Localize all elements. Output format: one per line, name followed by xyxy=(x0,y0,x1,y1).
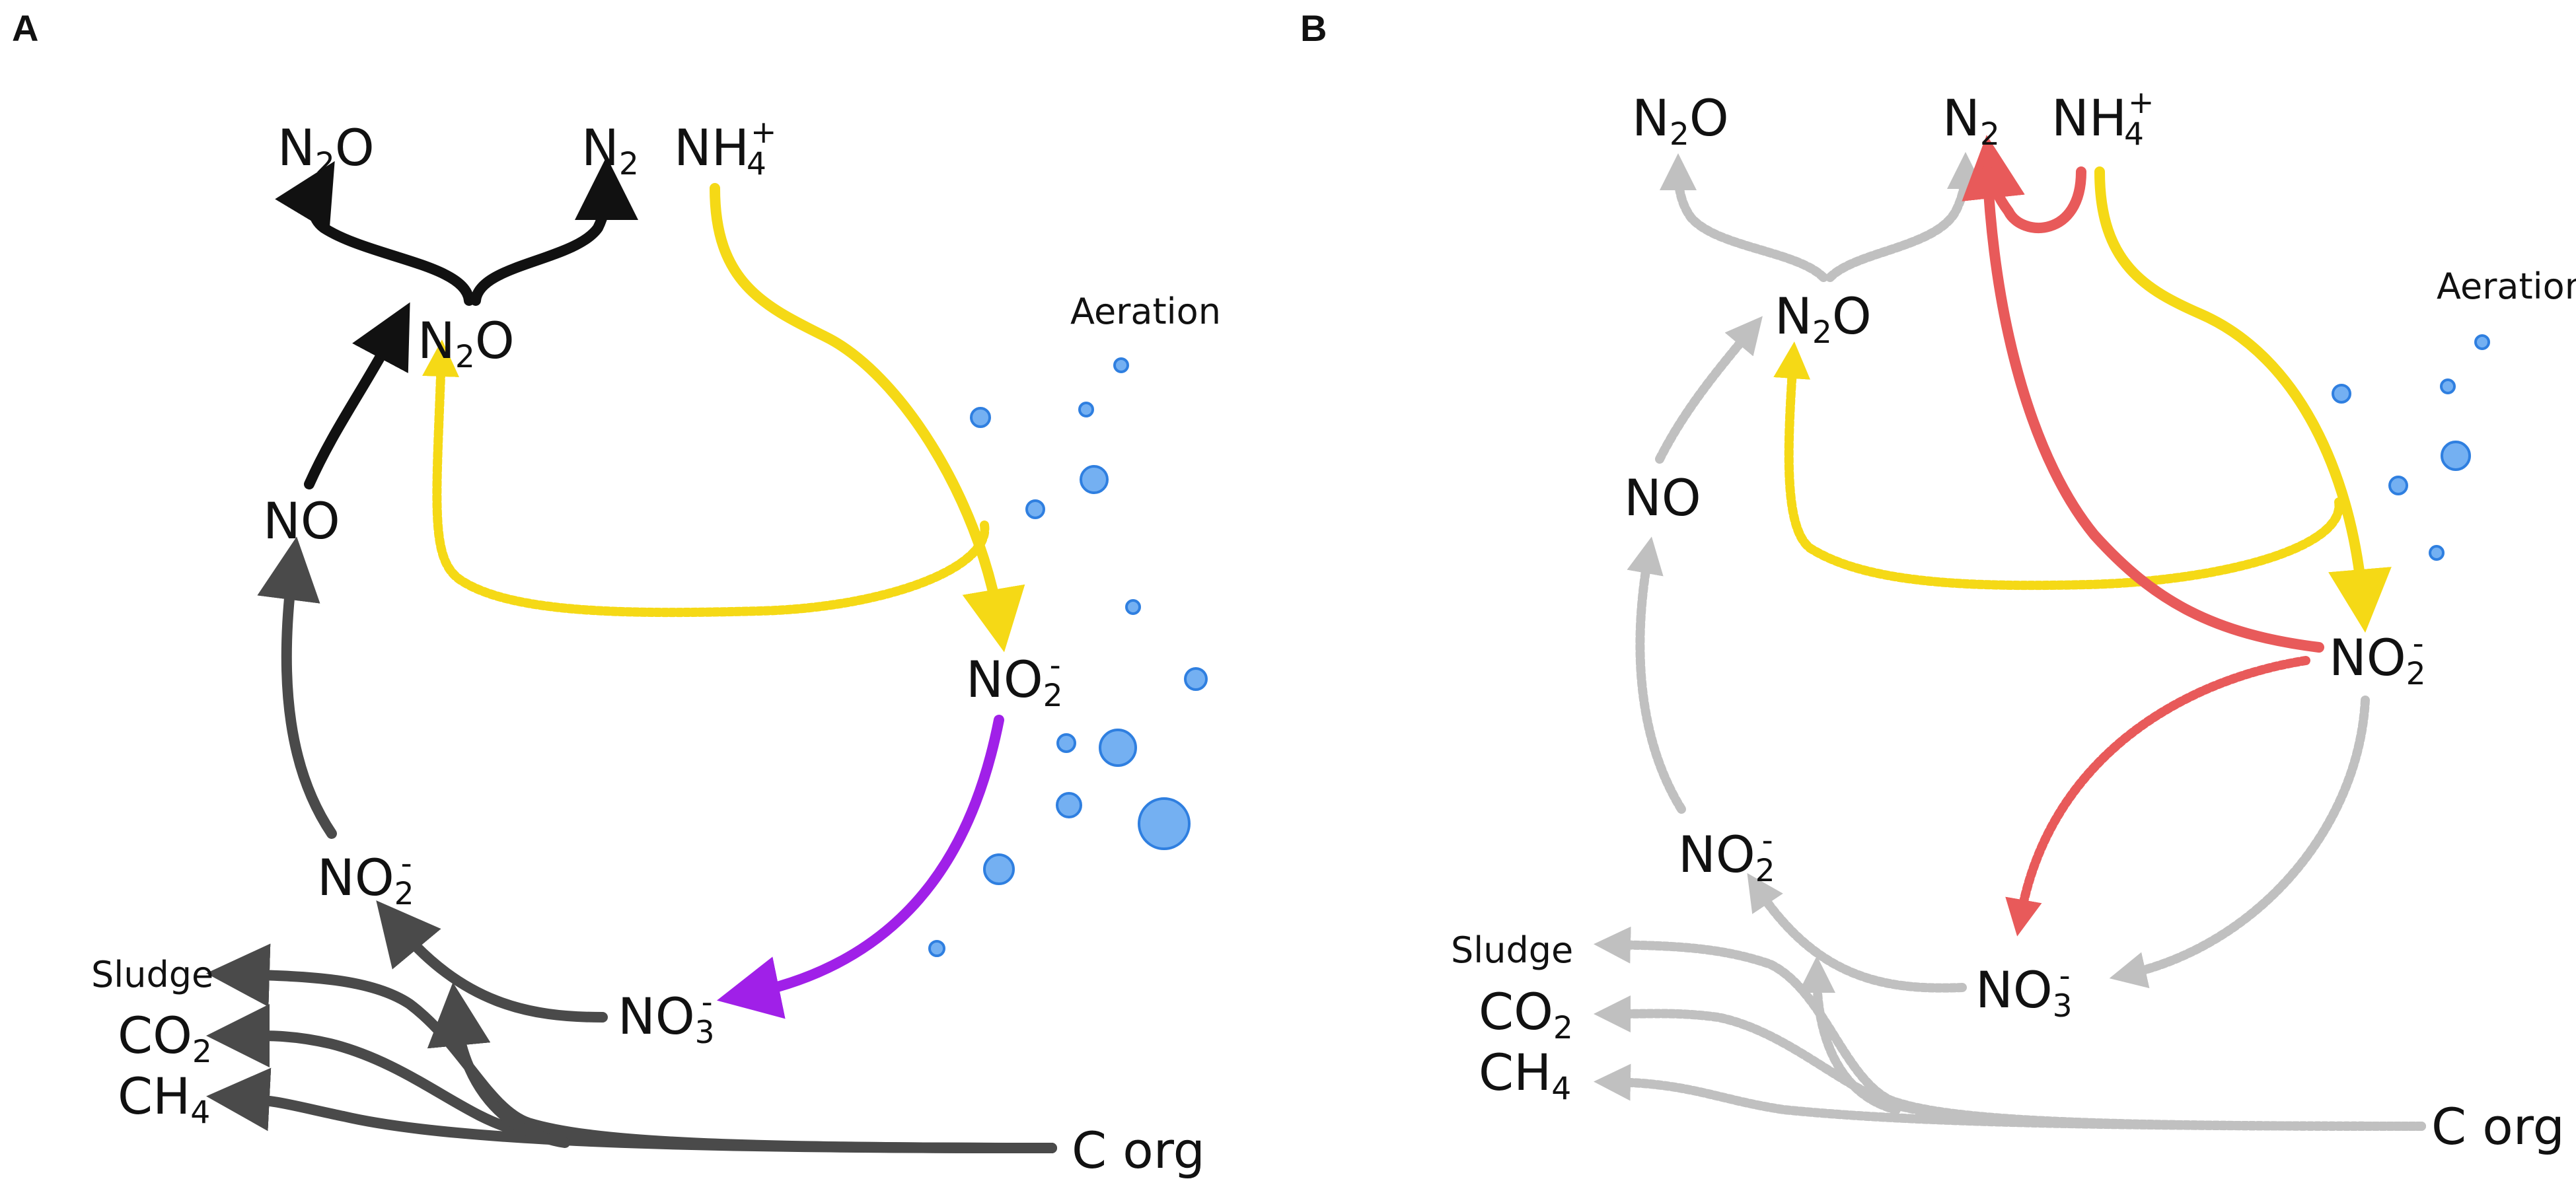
arrow-no2-to-no3 xyxy=(716,715,1004,1019)
arrow-no2-to-no xyxy=(1627,536,1686,814)
label-c-org: C org xyxy=(2431,1097,2565,1156)
arrow-corg-to-sludge xyxy=(1594,926,2426,1131)
arrow-corg-to-denitrification xyxy=(427,982,570,1148)
arrow-no2-to-no3 xyxy=(2109,696,2370,989)
bubble xyxy=(1056,733,1076,753)
bubble xyxy=(928,940,945,957)
arrow-no-to-n2o xyxy=(304,302,410,489)
arrow-nitrifier-denitrification xyxy=(1773,341,2344,591)
arrow-no3-to-no2 xyxy=(376,900,608,1023)
panel-b: B xyxy=(1300,7,2576,1156)
bubble xyxy=(1056,792,1082,818)
bubble xyxy=(1113,357,1129,373)
label-no: NO xyxy=(1624,468,1701,527)
bubble xyxy=(1078,402,1094,417)
panel-label-a: A xyxy=(12,7,38,49)
label-c-org: C org xyxy=(1072,1121,1205,1180)
arrow-no2-to-no3-red xyxy=(2005,656,2310,937)
bubble xyxy=(2388,476,2408,495)
label-co2: CO2 xyxy=(1479,982,1573,1046)
label-aeration: Aeration xyxy=(2437,266,2576,307)
label-nh4: NH4+ xyxy=(674,114,776,182)
panel-b-arrows xyxy=(1594,135,2426,1131)
panel-a: A xyxy=(12,7,1221,1180)
arrow-no2-to-no xyxy=(257,536,337,839)
label-sludge: Sludge xyxy=(1451,929,1573,971)
label-no2-denitrification: NO2- xyxy=(317,845,414,912)
label-n2: N2 xyxy=(581,118,639,182)
bubble xyxy=(2474,334,2490,350)
panel-a-aeration-bubbles xyxy=(928,357,1208,957)
label-no3: NO3- xyxy=(618,984,715,1051)
bubble xyxy=(1025,499,1045,519)
label-ch4: CH4 xyxy=(118,1067,210,1131)
bubble xyxy=(1184,667,1208,691)
arrow-anammox-no2-to-n2 xyxy=(1982,165,2324,653)
bubble xyxy=(2440,378,2456,394)
label-sludge: Sludge xyxy=(91,954,213,995)
arrow-n2o-to-n2o-emission xyxy=(1660,153,1828,282)
arrow-corg-to-denitrification xyxy=(1798,956,1901,1114)
arrow-no-to-n2o xyxy=(1655,316,1763,464)
arrow-n2o-to-n2 xyxy=(1825,152,1984,282)
label-n2: N2 xyxy=(1942,89,2000,153)
arrow-nh4-to-no2 xyxy=(710,183,1025,653)
bubble xyxy=(1099,729,1137,767)
bubble xyxy=(2429,545,2445,561)
bubble xyxy=(1125,599,1141,615)
panel-label-b: B xyxy=(1300,7,1327,49)
label-no3: NO3- xyxy=(1975,958,2073,1024)
bubble xyxy=(1138,797,1191,850)
arrow-n2o-to-n2o-emission xyxy=(275,161,474,306)
bubble xyxy=(2441,441,2471,471)
bubble xyxy=(1080,465,1109,494)
panel-a-arrows xyxy=(206,157,1057,1153)
label-aeration: Aeration xyxy=(1070,291,1221,332)
arrow-corg-to-sludge xyxy=(206,943,1057,1153)
arrow-no3-to-no2 xyxy=(1747,873,1967,993)
label-no2-nitrification: NO2- xyxy=(966,647,1063,714)
bubble xyxy=(970,407,991,428)
arrow-n2o-to-n2 xyxy=(470,157,638,306)
bubble xyxy=(2332,384,2351,404)
arrow-anammox-nh4-to-n2 xyxy=(1962,135,2086,233)
arrow-corg-to-co2 xyxy=(1594,995,2426,1131)
label-co2: CO2 xyxy=(118,1006,212,1070)
label-n2o-emission: N2O xyxy=(277,118,375,182)
label-no2-denitrification: NO2- xyxy=(1678,822,1775,889)
label-ch4: CH4 xyxy=(1479,1043,1571,1107)
label-nh4: NH4+ xyxy=(2051,85,2154,153)
panel-b-aeration-bubbles xyxy=(2332,334,2490,561)
arrow-nitrifier-denitrification xyxy=(422,340,990,618)
arrow-nh4-to-no2 xyxy=(2094,166,2392,633)
bubble xyxy=(983,853,1015,885)
label-n2o-emission: N2O xyxy=(1632,89,1729,153)
label-n2o-intermediate: N2O xyxy=(1775,287,1872,351)
arrow-corg-to-co2 xyxy=(206,1003,1057,1153)
label-no2-nitrification: NO2- xyxy=(2329,626,2426,692)
label-n2o-intermediate: N2O xyxy=(418,311,515,375)
label-no: NO xyxy=(263,491,340,550)
